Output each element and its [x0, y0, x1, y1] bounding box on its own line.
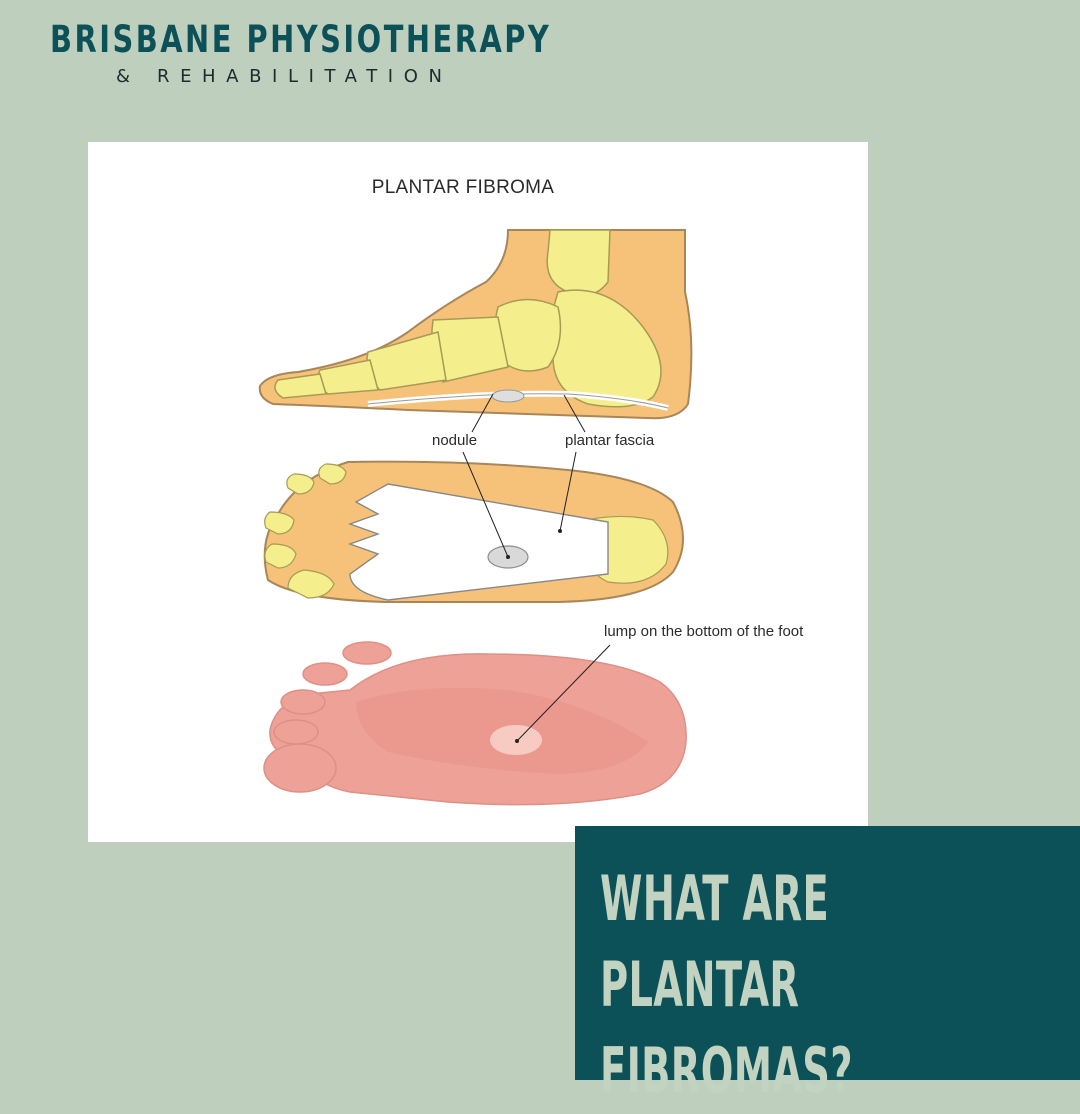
plantar-fibroma-illustration: PLANTAR FIBROMA nodule plantar fascia lu… — [88, 142, 868, 842]
headline: WHAT ARE PLANTAR FIBROMAS? — [600, 862, 853, 1107]
foot-side-view — [258, 229, 693, 433]
foot-anatomy-drawing — [258, 229, 693, 806]
callout-nodule: nodule — [432, 432, 478, 449]
brand-header: BRISBANE PHYSIOTHERAPY & REHABILITATION — [0, 0, 1080, 110]
foot-sole-view — [263, 641, 687, 806]
callout-lump-text: lump on the bottom of the foot — [604, 623, 804, 640]
brand-name: BRISBANE PHYSIOTHERAPY — [50, 18, 552, 61]
foot-skeletal-view — [263, 451, 684, 603]
brand-subtitle: & REHABILITATION — [116, 66, 453, 87]
callout-lump: lump on the bottom of the foot — [604, 622, 803, 641]
diagram-title: PLANTAR FIBROMA — [371, 177, 555, 198]
callout-plantar-fascia: plantar fascia — [565, 432, 655, 449]
headline-box: WHAT ARE PLANTAR FIBROMAS? — [575, 826, 1080, 1107]
